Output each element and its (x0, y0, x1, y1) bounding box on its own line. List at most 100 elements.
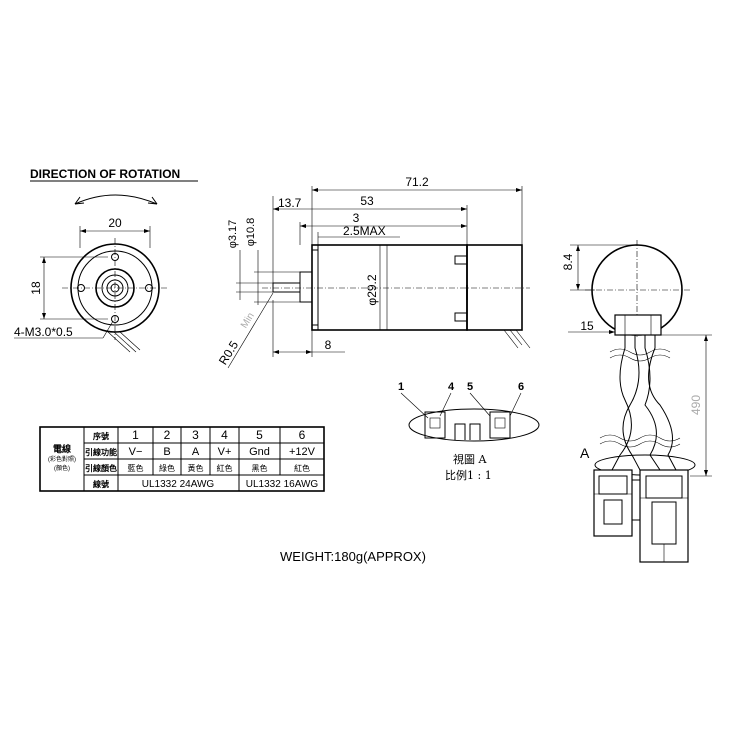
front-view: DIRECTION OF ROTATION 20 18 (14, 167, 198, 353)
break-mark-right-2 (639, 440, 681, 448)
wire-spec-right: UL1332 16AWG (246, 479, 319, 490)
detail-pin-left (429, 417, 441, 429)
rear-hatch (503, 329, 531, 349)
break-mark-right (639, 434, 681, 442)
dim-holes: 4-M3.0*0.5 (14, 325, 73, 339)
dim-490: 490 (689, 395, 703, 415)
cell-number-1: 1 (132, 428, 139, 442)
cell-function-2: B (163, 446, 170, 458)
cell-color-6: 紅色 (294, 463, 310, 473)
dim-total: 71.2 (405, 175, 429, 189)
mount-hole-left (77, 284, 85, 292)
cap-tab-bottom (454, 312, 468, 322)
rear-terminal-block (614, 314, 662, 336)
pin-leader-5 (469, 392, 491, 417)
motor-body (311, 244, 468, 331)
cell-number-5: 5 (256, 428, 263, 442)
dim-arrows (609, 330, 615, 334)
wire-bundle-left-b (622, 335, 641, 471)
motor-boss (299, 271, 313, 303)
dim-d3-17: φ3.17 (227, 220, 239, 249)
table-side-sub2: (顏色) (54, 464, 70, 472)
detail-caption-2: 比例1 : 1 (445, 468, 492, 482)
detail-view-a: 1 4 5 6 視圖 A 比例1 : 1 (398, 381, 540, 482)
cap-tab-top (454, 255, 468, 265)
cell-number-3: 3 (192, 428, 199, 442)
dim-2-5-max: 2.5MAX (343, 224, 386, 238)
break-mark-left (599, 434, 641, 442)
cell-color-1: 藍色 (128, 463, 144, 473)
dim-3: 3 (353, 211, 360, 225)
cell-color-3: 黃色 (188, 463, 204, 473)
detail-pin-right (494, 417, 506, 429)
side-view: 71.2 53 13.7 3 2.5MAX φ3.17 φ10.8 (216, 175, 531, 369)
r-leader (227, 292, 274, 369)
connector-right (639, 469, 689, 563)
detail-slots (454, 423, 481, 440)
cell-color-5: 黑色 (252, 463, 268, 473)
row-label-color: 引線顏色 (85, 463, 117, 473)
wire-bundle-right-a (644, 335, 661, 471)
wire-table: 電線 (彩色對照) (顏色) 序號 引線功能 引線顏色 線號 1 2 3 4 5 6V− B… (39, 426, 325, 492)
dim-15: 15 (580, 319, 594, 333)
dim-8-4: 8.4 (561, 253, 575, 270)
pin-leader-6 (509, 392, 522, 417)
break-mark-left-2 (599, 440, 641, 448)
table-side-label: 電線 (53, 443, 71, 454)
weight-note: WEIGHT:180g(APPROX) (280, 549, 426, 564)
connector-left (593, 469, 641, 537)
mount-hole-right (145, 284, 153, 292)
pin-label-4: 4 (448, 381, 455, 393)
wire-bundle-right-b (648, 335, 677, 471)
dim-min: Min (239, 311, 257, 331)
rotation-arc (74, 194, 158, 205)
cell-number-6: 6 (299, 428, 306, 442)
cell-color-4: 紅色 (217, 463, 233, 473)
cell-function-3: A (192, 446, 200, 458)
dim-d29-2: φ29.2 (365, 274, 379, 305)
dim-width: 20 (108, 216, 122, 230)
cell-function-1: V− (129, 446, 143, 458)
detail-ellipse (408, 408, 540, 442)
dim-body: 53 (360, 194, 374, 208)
hole-leader (102, 320, 114, 339)
detail-caption-1: 視圖 A (453, 452, 487, 466)
body-corner-details (311, 249, 318, 326)
cell-function-5: Gnd (249, 446, 270, 458)
rotation-arrow-left-icon (74, 196, 85, 205)
dim-8: 8 (325, 338, 332, 352)
dim-d10-8: φ10.8 (245, 218, 257, 247)
cell-number-2: 2 (164, 428, 171, 442)
motor-rear-cap (466, 244, 523, 331)
table-cells: 1 2 3 4 5 6V− B A V+ Gnd +12V 藍色 綠色 黃色 紅色 黑色 紅色 (128, 428, 316, 473)
detail-block-left (424, 411, 446, 439)
pin-label-1: 1 (398, 381, 404, 393)
row-label-function: 引線功能 (85, 447, 117, 457)
dim-shaft-ext: 13.7 (278, 196, 302, 210)
rotation-arrow-right-icon (147, 196, 158, 205)
detail-block-right (489, 411, 511, 439)
pin-leader-1 (400, 392, 429, 419)
dim-height: 18 (29, 281, 43, 295)
rotation-heading: DIRECTION OF ROTATION (30, 167, 180, 181)
pin-label-6: 6 (518, 381, 524, 393)
row-label-wire: 線號 (93, 479, 109, 489)
mount-hole-bottom (111, 315, 119, 323)
break-mark-top-2 (609, 354, 671, 362)
cell-function-4: V+ (218, 446, 232, 458)
cell-function-6: +12V (289, 446, 316, 458)
mount-hole-top (111, 253, 119, 261)
break-mark-top (609, 348, 671, 356)
front-hatch (107, 331, 141, 353)
rear-view: 8.4 15 490 A (561, 240, 712, 563)
motor-shaft (272, 282, 301, 293)
cell-number-4: 4 (221, 428, 228, 442)
row-label-number: 序號 (93, 431, 109, 441)
wire-spec-left: UL1332 24AWG (142, 479, 215, 490)
dim-r0-5: R0.5 (216, 338, 241, 367)
table-side-sub1: (彩色對照) (48, 455, 76, 463)
pin-label-5: 5 (467, 381, 473, 393)
label-a: A (580, 445, 590, 461)
cell-color-2: 綠色 (159, 463, 175, 473)
